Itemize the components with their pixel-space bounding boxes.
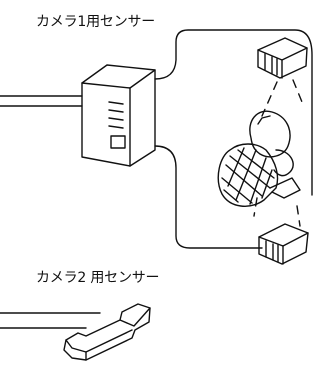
sensor-cables xyxy=(154,29,313,249)
vent-lines xyxy=(108,101,124,129)
sensor-ridges xyxy=(264,53,278,76)
detection-beams xyxy=(253,79,303,227)
camera2-sensor-label: カメラ2 用センサー xyxy=(36,270,160,286)
target-object xyxy=(217,110,301,207)
camera1-sensor xyxy=(257,37,308,79)
camera2-sensor xyxy=(0,303,151,361)
camera1-sensor-label: カメラ1用センサー xyxy=(36,14,156,30)
camera1-sensor-lower xyxy=(258,223,309,265)
controller-box xyxy=(81,64,156,167)
panel-window xyxy=(110,135,126,149)
sensor-ridges xyxy=(265,240,279,263)
left-cable xyxy=(0,95,83,107)
